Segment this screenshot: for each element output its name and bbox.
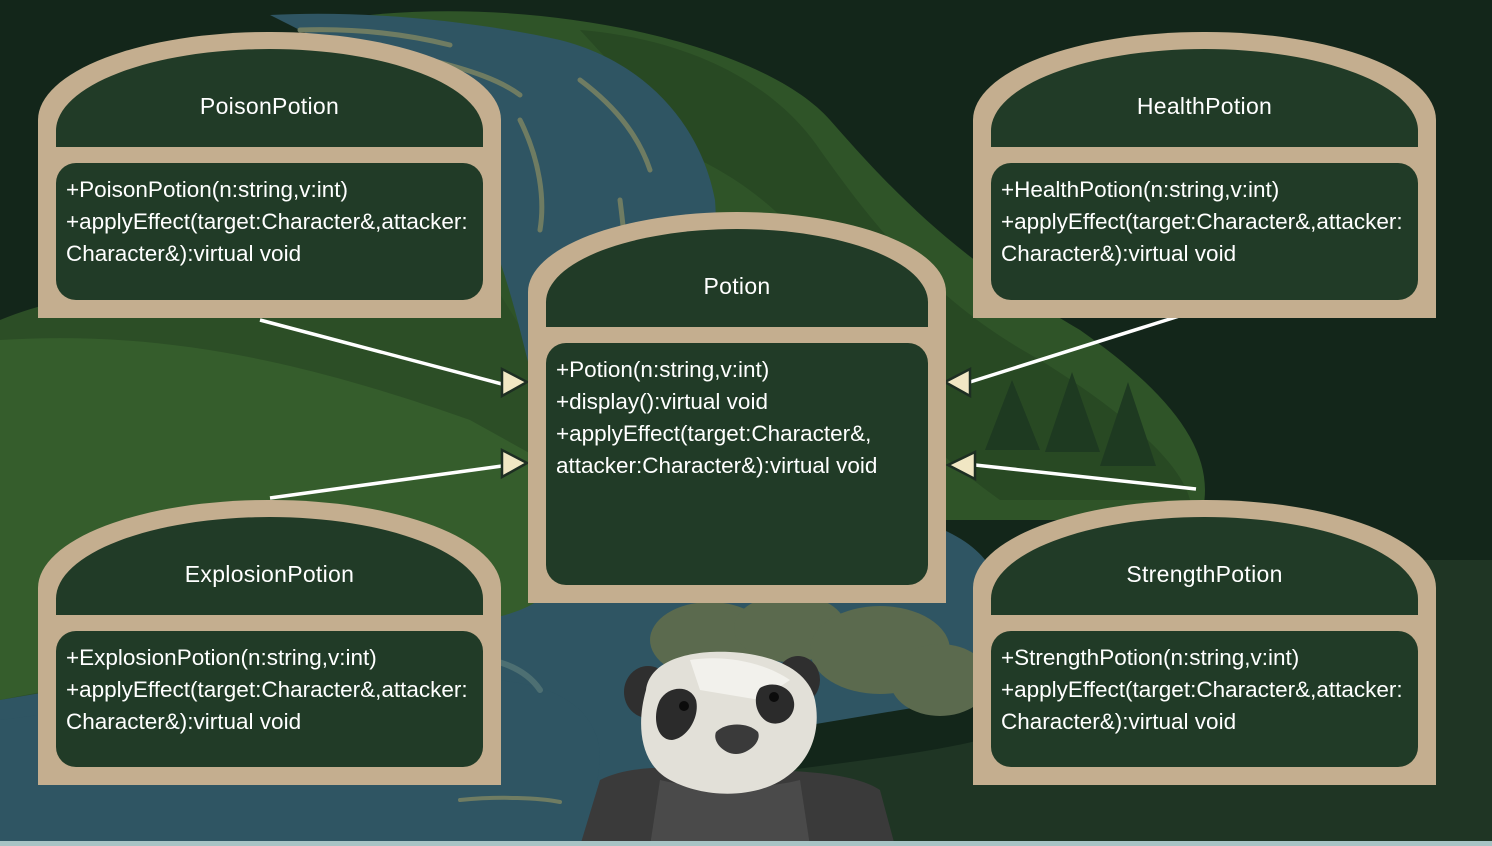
class-box-poison-potion: PoisonPotion +PoisonPotion(n:string,v:in… [38,32,501,318]
method-display: +display():virtual void [556,389,768,414]
method-apply-effect: +applyEffect(target:Character&,attacker:… [66,677,468,734]
class-methods: +ExplosionPotion(n:string,v:int) +applyE… [56,631,483,767]
method-constructor: +StrengthPotion(n:string,v:int) [1001,645,1300,670]
class-methods: +PoisonPotion(n:string,v:int) +applyEffe… [56,163,483,300]
class-name: ExplosionPotion [184,561,355,587]
class-box-potion: Potion +Potion(n:string,v:int) +display(… [528,212,946,603]
class-name: HealthPotion [1136,93,1273,119]
method-constructor: +Potion(n:string,v:int) [556,357,770,382]
panda-mascot [580,651,895,846]
method-apply-effect: +applyEffect(target:Character&,attacker:… [1001,677,1403,734]
class-methods: +HealthPotion(n:string,v:int) +applyEffe… [991,163,1418,300]
method-apply-effect: +applyEffect(target:Character&,attacker:… [1001,209,1403,266]
method-apply-effect: +applyEffect(target:Character&,attacker:… [66,209,468,266]
method-apply-effect: +applyEffect(target:Character&, attacker… [556,421,878,478]
class-name: PoisonPotion [199,93,340,119]
class-box-health-potion: HealthPotion +HealthPotion(n:string,v:in… [973,32,1436,318]
class-box-explosion-potion: ExplosionPotion +ExplosionPotion(n:strin… [38,500,501,785]
class-box-strength-potion: StrengthPotion +StrengthPotion(n:string,… [973,500,1436,785]
method-constructor: +PoisonPotion(n:string,v:int) [66,177,349,202]
class-name: StrengthPotion [1126,561,1283,587]
class-methods: +Potion(n:string,v:int) +display():virtu… [546,343,928,585]
class-name: Potion [703,273,771,299]
method-constructor: +HealthPotion(n:string,v:int) [1001,177,1280,202]
class-methods: +StrengthPotion(n:string,v:int) +applyEf… [991,631,1418,767]
method-constructor: +ExplosionPotion(n:string,v:int) [66,645,377,670]
